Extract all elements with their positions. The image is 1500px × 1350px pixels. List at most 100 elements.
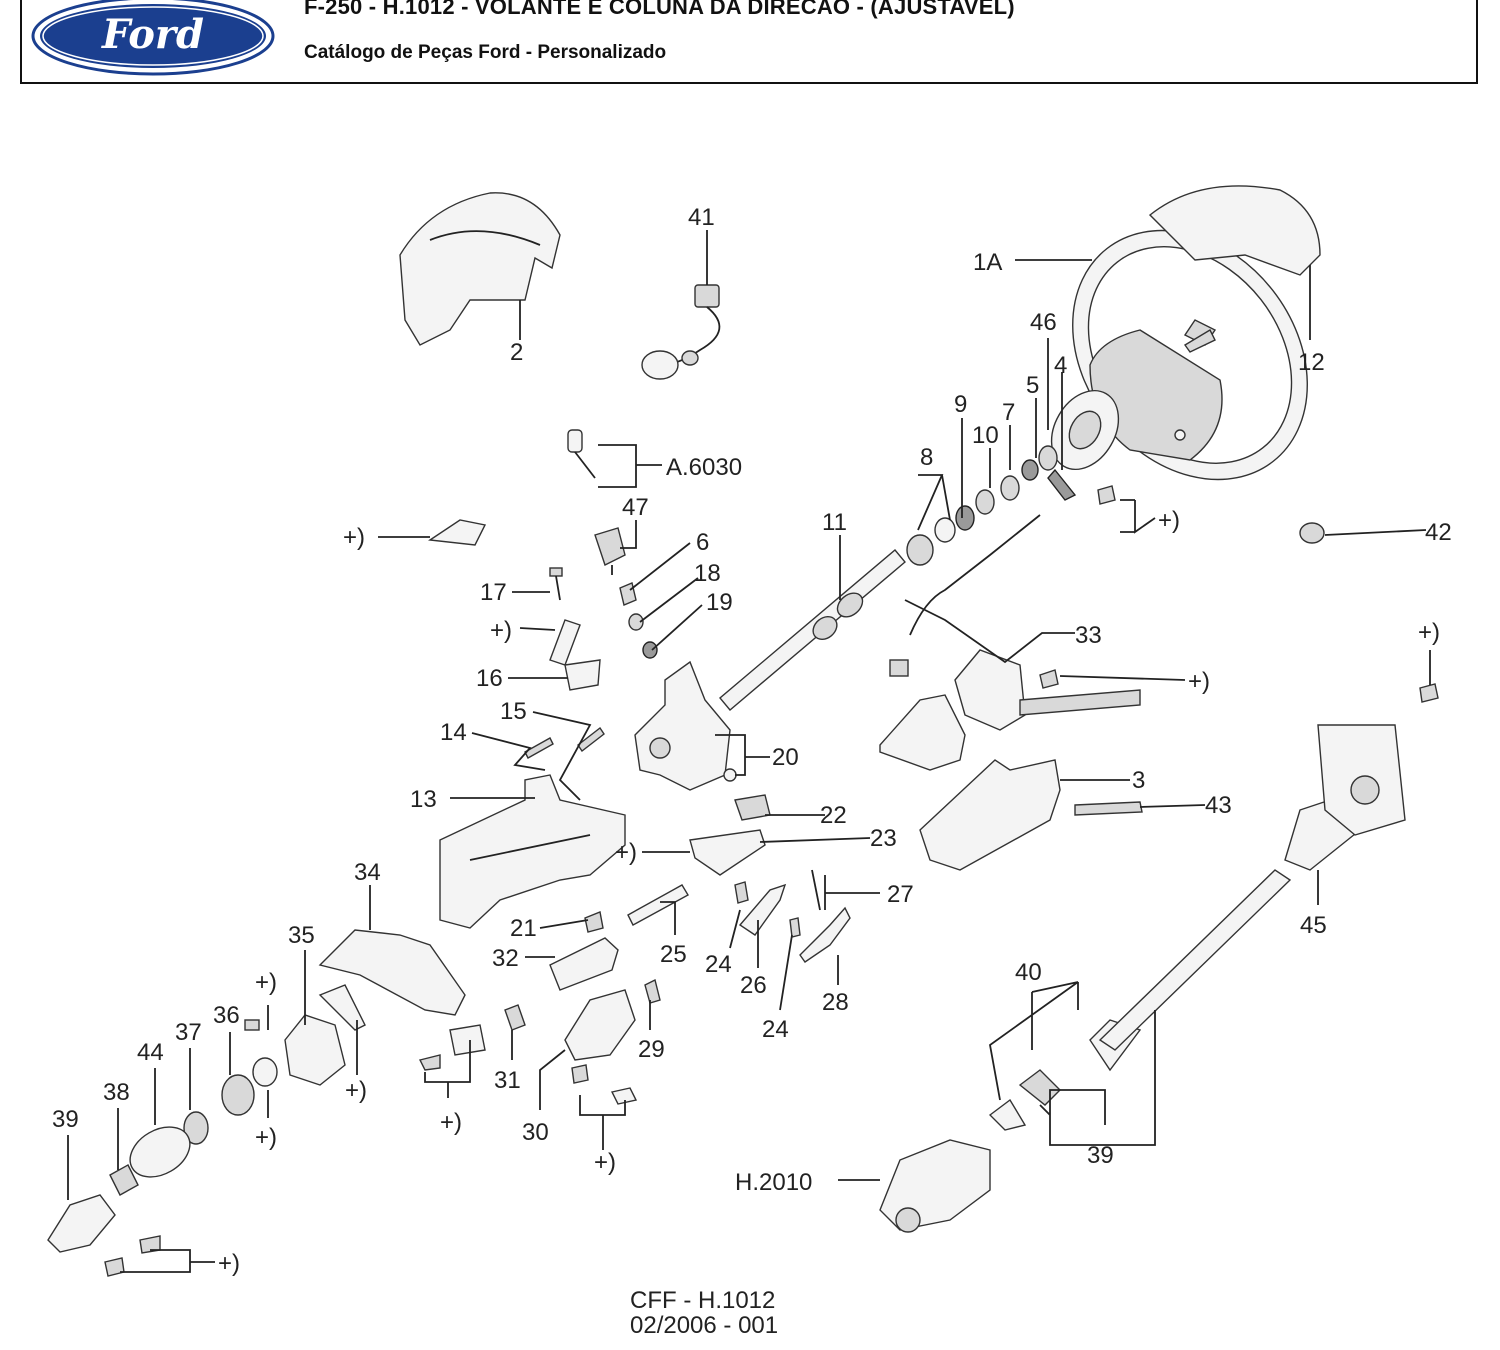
catalog-header: Ford F-250 - H.1012 - VOLANTE E COLUNA D… bbox=[20, 0, 1478, 84]
callout-label: 25 bbox=[660, 941, 687, 968]
ford-logo: Ford bbox=[31, 0, 275, 76]
callout-label: +) bbox=[1418, 619, 1440, 646]
callout-label: 24 bbox=[705, 951, 732, 978]
callout-label: H.2010 bbox=[735, 1169, 812, 1196]
callout-label: 33 bbox=[1075, 622, 1102, 649]
part-steering-shaft bbox=[719, 549, 906, 711]
part-lock-actuator bbox=[504, 978, 661, 1061]
part-column-bracket bbox=[439, 774, 626, 929]
part-bolt bbox=[1039, 669, 1059, 689]
footer-code: CFF - H.1012 bbox=[630, 1287, 775, 1314]
callout-label: 5 bbox=[1026, 372, 1039, 399]
callout-label: 45 bbox=[1300, 912, 1327, 939]
part-small-fasteners bbox=[549, 567, 658, 691]
part-bolt bbox=[571, 1064, 589, 1084]
callout-label: 10 bbox=[972, 422, 999, 449]
callout-label: +) bbox=[255, 969, 277, 996]
callout-label: 46 bbox=[1030, 309, 1057, 336]
callout-label: +) bbox=[1188, 668, 1210, 695]
part-tilt-levers bbox=[689, 794, 771, 876]
callout-label: 9 bbox=[954, 391, 967, 418]
callout-label: 39 bbox=[1087, 1142, 1114, 1169]
part-boot-and-plate bbox=[1284, 724, 1406, 871]
callout-label: 12 bbox=[1298, 349, 1325, 376]
callout-label: 13 bbox=[410, 786, 437, 813]
part-ignition-cylinder bbox=[594, 527, 626, 575]
footer-date: 02/2006 - 001 bbox=[630, 1312, 778, 1339]
part-bolt bbox=[1097, 485, 1116, 505]
callout-label: 16 bbox=[476, 665, 503, 692]
part-steering-wheel bbox=[1072, 185, 1321, 481]
callout-label: 37 bbox=[175, 1019, 202, 1046]
brand-wordmark: Ford bbox=[101, 11, 204, 58]
callout-label: 19 bbox=[706, 589, 733, 616]
callout-label: 8 bbox=[920, 444, 933, 471]
callout-label: 36 bbox=[213, 1002, 240, 1029]
part-intermediate-shaft bbox=[988, 869, 1292, 1131]
callout-label: 35 bbox=[288, 922, 315, 949]
callout-label: 38 bbox=[103, 1079, 130, 1106]
part-bolt bbox=[1419, 683, 1439, 703]
part-bearings bbox=[906, 445, 1058, 566]
callout-label: +) bbox=[490, 617, 512, 644]
callout-label: 34 bbox=[354, 859, 381, 886]
callout-label: +) bbox=[440, 1109, 462, 1136]
callout-label: 28 bbox=[822, 989, 849, 1016]
part-lock-housing bbox=[634, 660, 737, 791]
callout-label: 32 bbox=[492, 945, 519, 972]
callout-label: 1A bbox=[973, 249, 1002, 276]
part-lower-column-assembly bbox=[47, 984, 486, 1277]
callout-label: 47 bbox=[622, 494, 649, 521]
callout-label: 17 bbox=[480, 579, 507, 606]
callout-label: 41 bbox=[688, 204, 715, 231]
callout-label: 11 bbox=[822, 509, 847, 536]
callout-label: 40 bbox=[1015, 959, 1042, 986]
part-column-support bbox=[318, 929, 466, 1016]
part-lock-plate bbox=[549, 884, 689, 991]
part-switch-housing bbox=[879, 694, 966, 771]
leader-lines bbox=[67, 230, 1431, 1273]
callout-label: 30 bbox=[522, 1119, 549, 1146]
callout-label: 3 bbox=[1132, 767, 1145, 794]
callout-label: 4 bbox=[1054, 352, 1067, 379]
callout-label: +) bbox=[218, 1250, 240, 1277]
part-small-bracket bbox=[428, 519, 487, 546]
callout-label: +) bbox=[255, 1124, 277, 1151]
callout-label: +) bbox=[1158, 507, 1180, 534]
callout-label: 31 bbox=[494, 1067, 521, 1094]
page-subtitle: Catálogo de Peças Ford - Personalizado bbox=[304, 42, 667, 63]
callout-label: 27 bbox=[887, 881, 914, 908]
callout-label: 43 bbox=[1205, 792, 1232, 819]
callout-label: 6 bbox=[696, 529, 709, 556]
part-springs bbox=[524, 726, 605, 759]
part-multifunction-switch bbox=[889, 514, 1141, 731]
part-horn-cap bbox=[1299, 522, 1325, 544]
part-upper-shroud bbox=[399, 192, 561, 346]
callout-label: +) bbox=[615, 839, 637, 866]
callout-label: 44 bbox=[137, 1039, 164, 1066]
part-release-pin bbox=[1074, 801, 1143, 816]
callout-label: 18 bbox=[694, 560, 721, 587]
part-clock-spring bbox=[1047, 389, 1120, 501]
callout-label: 39 bbox=[52, 1106, 79, 1133]
callout-label: +) bbox=[594, 1149, 616, 1176]
callout-label: 26 bbox=[740, 972, 767, 999]
part-pawls-and-springs bbox=[734, 869, 851, 963]
callout-label: 22 bbox=[820, 802, 847, 829]
callout-label: +) bbox=[345, 1077, 367, 1104]
callout-label: 29 bbox=[638, 1036, 665, 1063]
part-wiring-connector bbox=[641, 284, 721, 380]
part-lower-shroud bbox=[919, 759, 1061, 871]
callout-label: 21 bbox=[510, 915, 537, 942]
page-title: F-250 - H.1012 - VOLANTE E COLUNA DA DIR… bbox=[304, 0, 1015, 19]
callout-label: 14 bbox=[440, 719, 467, 746]
callout-label: +) bbox=[343, 524, 365, 551]
callout-label: 24 bbox=[762, 1016, 789, 1043]
callout-label: 20 bbox=[772, 744, 799, 771]
part-steering-gear bbox=[879, 1139, 991, 1233]
callout-label: 42 bbox=[1425, 519, 1452, 546]
callout-label: 7 bbox=[1002, 399, 1015, 426]
callout-label: 23 bbox=[870, 825, 897, 852]
callout-label: A.6030 bbox=[666, 454, 742, 481]
